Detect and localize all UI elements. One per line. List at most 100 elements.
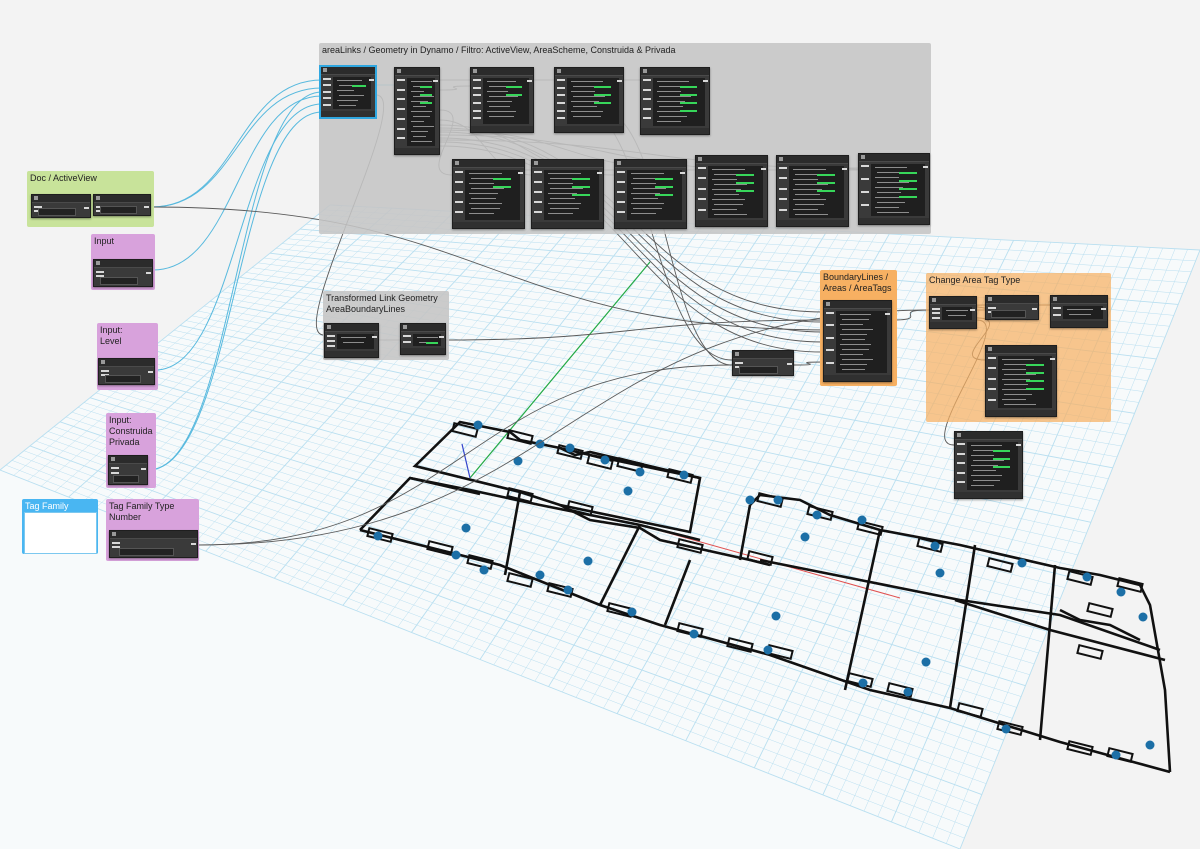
group-boundary-lines-title[interactable]: BoundaryLines / Areas / AreaTags — [823, 272, 892, 293]
dynamo-node[interactable] — [695, 155, 768, 227]
node-input-field[interactable] — [991, 310, 1026, 318]
input-port[interactable] — [327, 345, 335, 347]
input-port[interactable] — [534, 211, 542, 213]
node-header[interactable] — [555, 68, 623, 76]
node-header[interactable] — [777, 156, 848, 164]
input-port[interactable] — [323, 97, 331, 100]
node-header[interactable] — [930, 297, 976, 305]
dynamo-node[interactable] — [823, 300, 892, 382]
node-input-field[interactable] — [113, 475, 139, 483]
input-port[interactable] — [988, 388, 996, 391]
node-header[interactable] — [471, 68, 533, 76]
output-port[interactable] — [141, 468, 146, 470]
output-port[interactable] — [1101, 308, 1106, 310]
dynamo-node[interactable] — [31, 194, 91, 218]
output-port[interactable] — [597, 172, 602, 174]
group-tag-family-title[interactable]: Tag Family — [25, 501, 69, 511]
input-port[interactable] — [557, 109, 565, 112]
node-header[interactable] — [1051, 296, 1107, 304]
output-port[interactable] — [761, 168, 766, 170]
dynamo-node[interactable] — [614, 159, 687, 229]
node-header[interactable] — [955, 432, 1022, 440]
output-port[interactable] — [372, 336, 377, 338]
dynamo-node[interactable] — [732, 350, 794, 376]
dynamo-node[interactable] — [324, 323, 379, 358]
input-port[interactable] — [403, 341, 411, 343]
node-input-field[interactable] — [100, 277, 138, 285]
output-port[interactable] — [84, 207, 89, 209]
input-port[interactable] — [96, 271, 104, 273]
input-port[interactable] — [861, 178, 869, 180]
dynamo-node[interactable] — [394, 67, 440, 155]
input-port[interactable] — [397, 88, 405, 91]
input-port[interactable] — [779, 187, 787, 190]
dynamo-node[interactable] — [858, 153, 930, 225]
input-port[interactable] — [826, 336, 834, 339]
input-port[interactable] — [643, 117, 651, 120]
output-port[interactable] — [970, 309, 975, 311]
dynamo-node[interactable] — [776, 155, 849, 227]
input-port[interactable] — [988, 367, 996, 370]
input-port[interactable] — [826, 361, 834, 364]
output-port[interactable] — [148, 371, 153, 373]
input-port[interactable] — [643, 107, 651, 110]
group-doc-activeview-title[interactable]: Doc / ActiveView — [30, 173, 97, 183]
input-port[interactable] — [455, 171, 463, 173]
input-port[interactable] — [323, 103, 331, 106]
node-header[interactable] — [986, 346, 1056, 354]
dynamo-node[interactable] — [1050, 295, 1108, 328]
node-header[interactable] — [615, 160, 686, 168]
input-port[interactable] — [735, 366, 743, 368]
input-port[interactable] — [112, 546, 120, 548]
group-input-level-title[interactable]: Input: Level — [100, 325, 123, 346]
dynamo-node[interactable] — [108, 455, 148, 485]
node-input-field[interactable] — [38, 208, 76, 216]
output-port[interactable] — [527, 80, 532, 82]
output-port[interactable] — [369, 79, 374, 81]
group-tag-family-type-title[interactable]: Tag Family Type Number — [109, 501, 175, 522]
dynamo-node[interactable] — [93, 194, 151, 216]
input-port[interactable] — [1053, 307, 1061, 309]
dynamo-node[interactable] — [554, 67, 624, 133]
node-input-field[interactable] — [739, 366, 779, 374]
node-header[interactable] — [641, 68, 709, 76]
node-header[interactable] — [32, 195, 90, 203]
group-change-area-tag-title[interactable]: Change Area Tag Type — [929, 275, 1021, 285]
output-port[interactable] — [518, 172, 523, 174]
group-area-links-title[interactable]: areaLinks / Geometry in Dynamo / Filtro:… — [322, 45, 676, 55]
input-port[interactable] — [988, 377, 996, 380]
node-header[interactable] — [733, 351, 793, 359]
dynamo-node[interactable] — [954, 431, 1023, 499]
input-port[interactable] — [957, 481, 965, 484]
input-port[interactable] — [323, 78, 331, 80]
input-port[interactable] — [861, 165, 869, 167]
group-transformed-link-title[interactable]: Transformed Link Geometry AreaBoundaryLi… — [326, 293, 438, 314]
node-header[interactable] — [986, 296, 1038, 304]
input-port[interactable] — [557, 94, 565, 97]
output-port[interactable] — [1016, 444, 1021, 446]
node-header[interactable] — [110, 531, 197, 539]
dynamo-node[interactable] — [985, 295, 1039, 320]
node-header[interactable] — [696, 156, 767, 164]
node-input-field[interactable] — [104, 375, 141, 383]
input-port[interactable] — [101, 370, 109, 372]
input-port[interactable] — [397, 137, 405, 140]
input-port[interactable] — [534, 191, 542, 193]
dynamo-node[interactable] — [470, 67, 534, 133]
group-input-title[interactable]: Input — [94, 236, 115, 246]
input-port[interactable] — [617, 191, 625, 193]
output-port[interactable] — [617, 80, 622, 82]
input-port[interactable] — [557, 86, 565, 89]
input-port[interactable] — [1053, 313, 1061, 316]
input-port[interactable] — [534, 171, 542, 173]
input-port[interactable] — [455, 181, 463, 183]
input-port[interactable] — [403, 335, 411, 337]
input-port[interactable] — [779, 177, 787, 180]
node-header[interactable] — [325, 324, 378, 332]
dynamo-node[interactable] — [98, 358, 155, 385]
input-port[interactable] — [826, 324, 834, 327]
input-port[interactable] — [397, 108, 405, 111]
output-port[interactable] — [703, 80, 708, 82]
input-port[interactable] — [473, 94, 481, 97]
input-port[interactable] — [327, 335, 335, 337]
